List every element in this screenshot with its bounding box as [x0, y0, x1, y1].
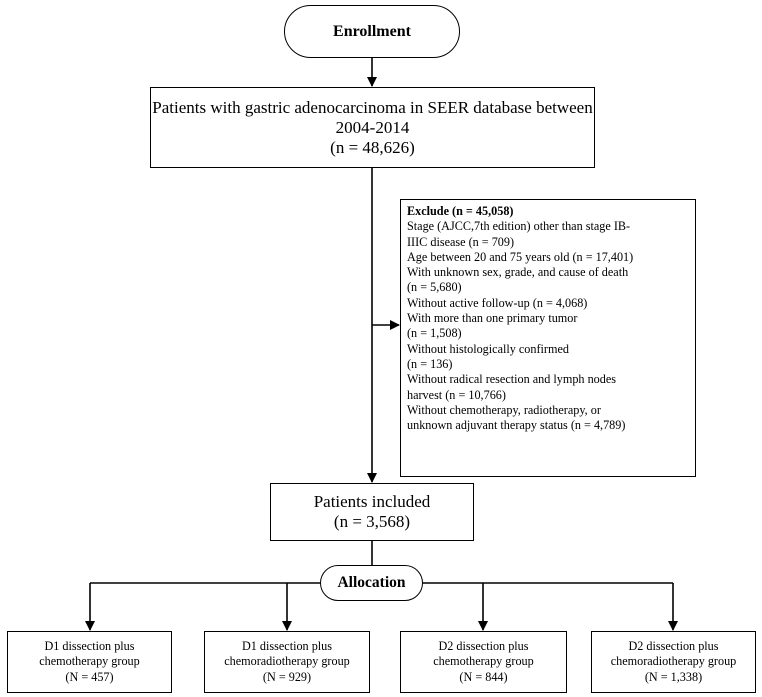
- exclusion-line: Without radical resection and lymph node…: [407, 372, 617, 387]
- source-count: (n = 48,626): [330, 137, 415, 157]
- exclusion-box: Exclude (n = 45,058) Stage (AJCC,7th edi…: [400, 199, 696, 477]
- exclusion-line: With unknown sex, grade, and cause of de…: [407, 265, 629, 280]
- group-line: chemoradiotherapy group: [610, 654, 737, 669]
- exclusion-line: Without histologically confirmed: [407, 341, 569, 356]
- exclusion-line: (n = 136): [407, 356, 453, 371]
- group-line: D2 dissection plus: [628, 638, 719, 653]
- source-line: Patients with gastric adenocarcinoma in …: [152, 97, 593, 117]
- exclusion-line: Stage (AJCC,7th edition) other than stag…: [407, 219, 631, 234]
- group-line: D2 dissection plus: [438, 638, 529, 653]
- group-box-d1-chemoradiotherapy: D1 dissection plus chemoradiotherapy gro…: [204, 631, 370, 693]
- group-line: D1 dissection plus: [241, 638, 333, 653]
- exclusion-title: Exclude (n = 45,058): [407, 204, 514, 218]
- exclusion-line: IIIC disease (n = 709): [407, 234, 515, 249]
- source-line: 2004-2014: [335, 117, 410, 137]
- included-count: (n = 3,568): [333, 512, 411, 531]
- group-line: chemoradiotherapy group: [224, 654, 350, 669]
- enrollment-node: Enrollment: [284, 5, 460, 58]
- exclusion-line: Age between 20 and 75 years old (n = 17,…: [407, 249, 634, 264]
- allocation-label: Allocation: [337, 574, 406, 591]
- exclusion-line: (n = 5,680): [407, 280, 462, 295]
- exclusion-line: (n = 1,508): [407, 326, 462, 341]
- exclusion-line: Without active follow-up (n = 4,068): [407, 295, 588, 310]
- group-line: D1 dissection plus: [44, 638, 135, 653]
- group-count: (N = 929): [262, 669, 312, 684]
- exclusion-line: Without chemotherapy, radiotherapy, or: [407, 402, 601, 417]
- group-box-d1-chemotherapy: D1 dissection plus chemotherapy group (N…: [7, 631, 172, 693]
- group-box-d2-chemoradiotherapy: D2 dissection plus chemoradiotherapy gro…: [591, 631, 756, 693]
- group-box-d2-chemotherapy: D2 dissection plus chemotherapy group (N…: [400, 631, 567, 693]
- source-population-box: Patients with gastric adenocarcinoma in …: [150, 87, 595, 168]
- group-count: (N = 457): [65, 669, 114, 684]
- enrollment-label: Enrollment: [333, 22, 411, 40]
- exclusion-line: harvest (n = 10,766): [407, 387, 506, 402]
- group-count: (N = 1,338): [644, 669, 703, 684]
- group-count: (N = 844): [459, 669, 508, 684]
- included-label: Patients included: [313, 492, 431, 511]
- exclusion-line: unknown adjuvant therapy status (n = 4,7…: [407, 418, 626, 433]
- group-line: chemotherapy group: [433, 654, 534, 669]
- exclusion-line: With more than one primary tumor: [407, 311, 578, 326]
- group-line: chemotherapy group: [39, 654, 140, 669]
- included-box: Patients included (n = 3,568): [270, 483, 474, 541]
- allocation-node: Allocation: [320, 565, 423, 601]
